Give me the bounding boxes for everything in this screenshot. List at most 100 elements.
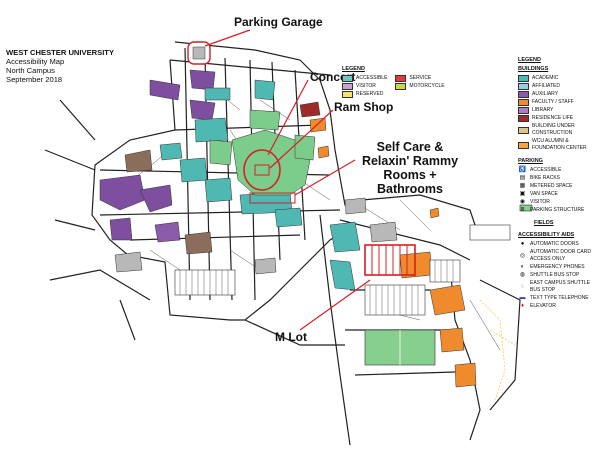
card-door-icon: ◎ xyxy=(519,252,526,259)
parking-garage-building xyxy=(192,46,206,60)
legend-label: EMERGENCY PHONES xyxy=(530,264,585,270)
phone-icon: ◐ xyxy=(520,264,525,270)
building-gray-1 xyxy=(344,197,367,215)
legend-label: AUXILIARY xyxy=(532,91,559,97)
van-icon: ▣ xyxy=(519,191,526,197)
quad-building-east xyxy=(294,134,316,161)
legend-item: ●AUTOMATIC DOORS xyxy=(518,241,600,248)
callout-lines xyxy=(204,29,371,331)
m-lot xyxy=(364,244,416,276)
inner-legend-item: SERVICE xyxy=(395,75,444,82)
building-residence-sw-2 xyxy=(154,221,181,243)
legend-item: ▦ METERED SPACE xyxy=(518,183,600,190)
building-residence-mid xyxy=(189,99,216,121)
legend-label: WCU ALUMNI & FOUNDATION CENTER xyxy=(532,138,587,151)
building-residence-brown-2 xyxy=(124,149,153,173)
legend-label: ACADEMIC xyxy=(532,75,559,81)
swatch xyxy=(395,83,407,90)
legend-label: BUILDING UNDER CONSTRUCTION xyxy=(532,123,575,136)
building-gray-3 xyxy=(254,257,277,275)
legend-label: TEXT TYPE TELEPHONE xyxy=(530,295,589,301)
swatch xyxy=(342,83,353,90)
quad-building-north xyxy=(249,109,281,131)
legend-item: WCU ALUMNI & FOUNDATION CENTER xyxy=(518,138,600,152)
legend-label: VAN SPACE xyxy=(530,191,558,197)
callout-self-care-line-1: Self Care & xyxy=(376,140,444,154)
title-line-2: Accessibility Map xyxy=(6,57,65,66)
east-campus-paths xyxy=(479,299,516,401)
m-lot-outline xyxy=(364,244,416,276)
legend-item: ♦ELEVATOR xyxy=(518,303,600,310)
legend-item: RESIDENCE LIFE xyxy=(518,115,600,122)
quad-building-west xyxy=(209,139,233,166)
legend-label: LIBRARY xyxy=(532,107,554,113)
legend-label: METERED SPACE xyxy=(530,183,573,189)
title-line-1: WEST CHESTER UNIVERSITY xyxy=(6,48,115,57)
legend-item: ◉ VISITOR xyxy=(518,199,600,206)
swatch xyxy=(518,75,529,82)
callout-self-care: Self Care & Relaxin' Rammy Rooms + Bathr… xyxy=(350,140,470,196)
building-academic-9 xyxy=(274,207,303,228)
legend-label: ELEVATOR xyxy=(530,303,556,309)
building-academic-2 xyxy=(204,87,231,101)
swatch xyxy=(518,91,529,98)
parking-lots xyxy=(174,224,511,316)
legend-item: AUXILIARY xyxy=(518,91,600,98)
building-staff-1 xyxy=(309,117,327,133)
legend-label: BIKE RACKS xyxy=(530,175,561,181)
building-academic-7 xyxy=(329,221,361,253)
east-bus-stop-icon: ◌ xyxy=(520,283,525,290)
building-academic-3 xyxy=(179,157,208,183)
legend-item: LIBRARY xyxy=(518,107,600,114)
legend-parking-header: PARKING xyxy=(518,158,543,164)
swatch xyxy=(518,141,529,149)
door-icon: ● xyxy=(520,241,525,247)
inner-legend-item: MOTORCYCLE xyxy=(395,83,445,90)
legend-item: BUILDING UNDER CONSTRUCTION xyxy=(518,123,600,137)
legend-item: ▤BIKE RACKS xyxy=(518,175,600,182)
meter-icon: ▦ xyxy=(519,183,526,189)
inner-legend-item: ACCESSIBLE xyxy=(342,75,387,82)
legend-item: ▬TEXT TYPE TELEPHONE xyxy=(518,295,600,302)
swatch xyxy=(395,75,407,82)
legend-label: FACULTY / STAFF xyxy=(532,99,574,105)
swatch xyxy=(518,126,529,134)
building-academic-1 xyxy=(194,117,229,143)
building-residence-sw xyxy=(109,217,133,241)
inner-legend-label: ACCESSIBLE xyxy=(356,75,388,81)
map-legend: LEGEND BUILDINGS ACADEMIC AFFILIATED AUX… xyxy=(518,57,600,311)
building-gray-4 xyxy=(114,251,143,273)
concert-highlight xyxy=(243,149,281,191)
visitor-icon: ◉ xyxy=(519,199,526,205)
callout-self-care-line-2: Relaxin' Rammy xyxy=(361,154,459,168)
legend-label: VISITOR xyxy=(530,199,550,205)
building-academic-10 xyxy=(254,79,276,101)
legend-label: AUTOMATIC DOOR CARD ACCESS ONLY xyxy=(530,249,591,262)
building-staff-7 xyxy=(429,207,440,219)
inner-legend-label: SERVICE xyxy=(409,75,432,81)
inner-legend-header: LEGEND xyxy=(342,66,365,72)
building-staff-5 xyxy=(439,327,465,353)
legend-item: ◌EAST CAMPUS SHUTTLE BUS STOP xyxy=(518,280,600,294)
legend-item: FACULTY / STAFF xyxy=(518,99,600,106)
legend-item: ▣ VAN SPACE xyxy=(518,191,600,198)
building-residence-west-2 xyxy=(139,184,173,213)
parking-lot-lower-2 xyxy=(429,259,461,283)
building-residence-brown-3 xyxy=(184,231,213,255)
title-line-4: September 2018 xyxy=(6,75,63,84)
legend-label: PARKING STRUCTURE xyxy=(530,207,585,213)
inner-legend-item: VISITOR xyxy=(342,83,387,90)
inner-legend: LEGEND ACCESSIBLE VISITOR RESERVED SERVI… xyxy=(342,66,460,99)
callout-parking-garage: Parking Garage xyxy=(234,15,323,29)
ram-shop-highlight xyxy=(254,164,270,176)
legend-buildings-header: BUILDINGS xyxy=(518,66,549,72)
legend-item: ⧈PARKING STRUCTURE xyxy=(518,207,600,214)
legend-item: ♿ACCESSIBLE xyxy=(518,167,600,174)
athletic-fields xyxy=(364,204,533,366)
building-staff-4 xyxy=(429,284,466,316)
swatch xyxy=(342,91,353,98)
building-staff-6 xyxy=(454,362,477,388)
building-residence-north-2 xyxy=(189,69,216,91)
self-care-highlight xyxy=(249,192,296,204)
